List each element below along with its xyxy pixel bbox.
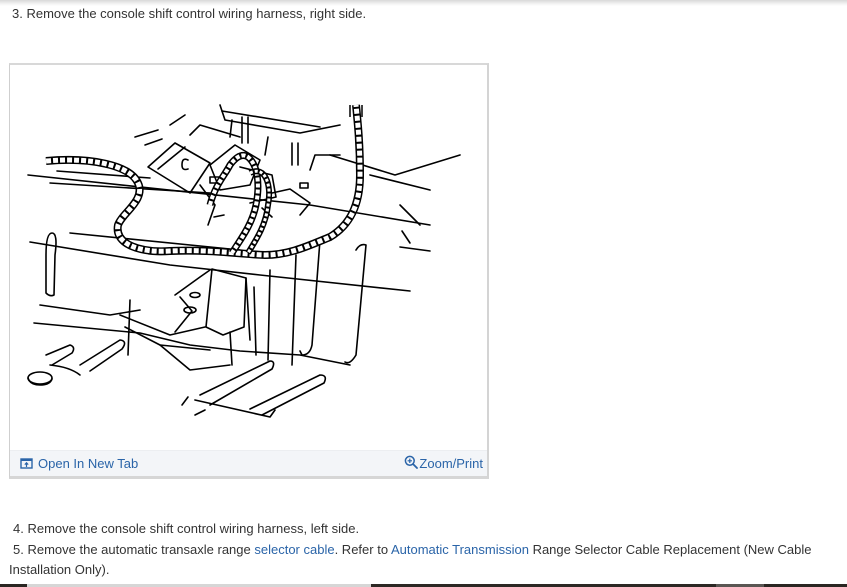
bottom-bar bbox=[0, 584, 847, 587]
step-5-suffix: Range Selector Cable Replacement (New Ca… bbox=[9, 542, 812, 577]
step-5-text: 5. Remove the automatic transaxle range … bbox=[9, 540, 847, 580]
step-3-text: 3. Remove the console shift control wiri… bbox=[12, 6, 367, 21]
bottom-bar-segment bbox=[764, 584, 847, 587]
automatic-transmission-link[interactable]: Automatic Transmission bbox=[390, 542, 529, 557]
zoom-print-button[interactable]: Zoom/Print bbox=[404, 455, 483, 472]
zoom-print-label: Zoom/Print bbox=[419, 456, 483, 471]
zoom-in-magnifier-icon bbox=[404, 455, 419, 469]
diagram-svg bbox=[27, 104, 461, 418]
step-5-prefix: 5. Remove the automatic transaxle range bbox=[13, 542, 255, 557]
bottom-bar-segment bbox=[27, 584, 371, 587]
figure-card: Open In New Tab Zoom/Print bbox=[9, 63, 489, 479]
bottom-bar-segment bbox=[716, 584, 764, 587]
open-in-new-tab-button[interactable]: Open In New Tab bbox=[20, 455, 138, 472]
bottom-bar-segment bbox=[371, 584, 716, 587]
bottom-bar-segment bbox=[0, 584, 27, 587]
step-4-text: 4. Remove the console shift control wiri… bbox=[13, 521, 360, 536]
wiring-harness-diagram[interactable] bbox=[10, 65, 487, 453]
selector-cable-link[interactable]: selector cable bbox=[254, 542, 335, 557]
open-in-new-tab-icon bbox=[20, 457, 33, 470]
figure-footer: Open In New Tab Zoom/Print bbox=[10, 450, 487, 476]
top-shadow bbox=[0, 0, 847, 6]
step-5-middle: . Refer to bbox=[334, 542, 391, 557]
open-in-new-tab-label: Open In New Tab bbox=[38, 456, 139, 471]
